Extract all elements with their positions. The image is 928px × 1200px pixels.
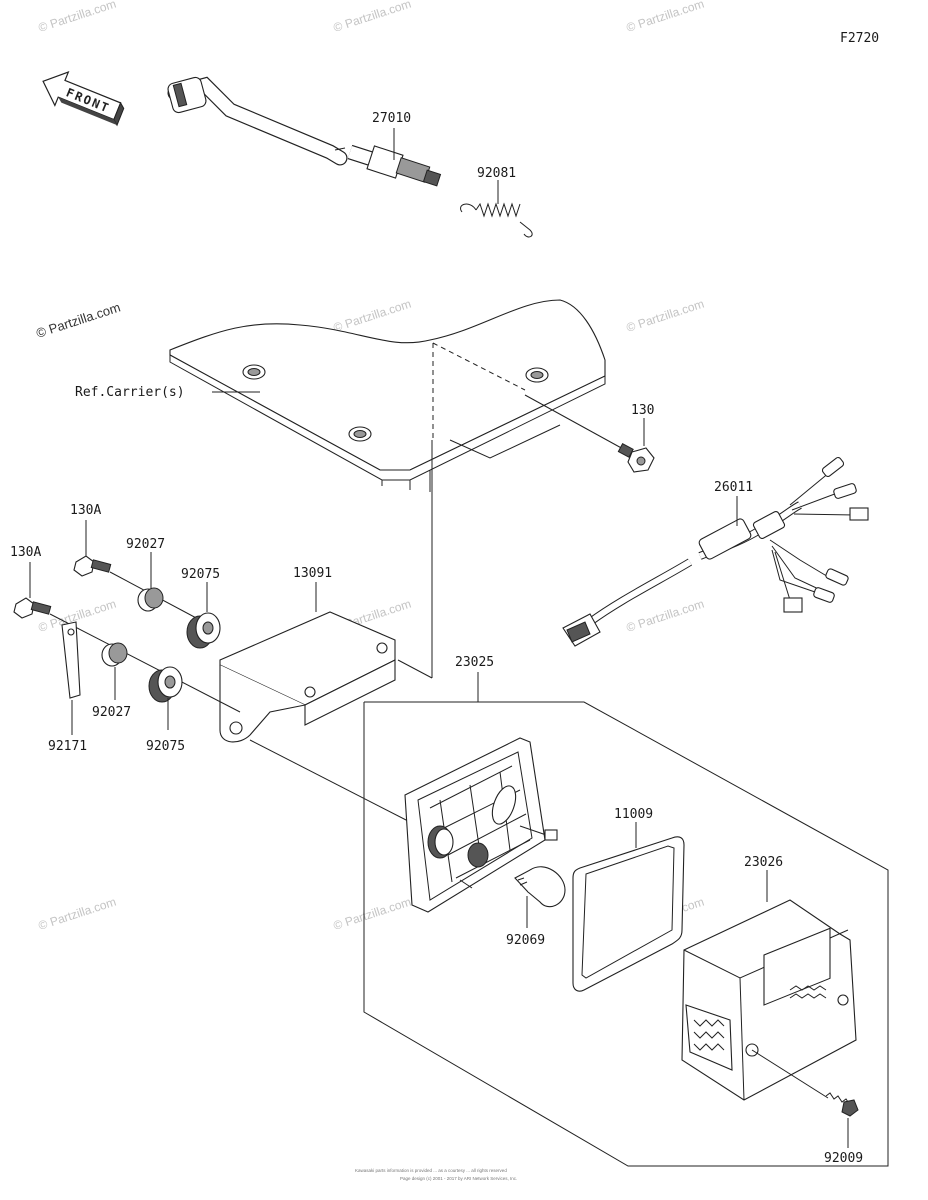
watermark: © Partzilla.com [332, 895, 413, 933]
part-label-92009[interactable]: 92009 [824, 1151, 863, 1166]
copyright-line-1: Kawasaki parts information is provided .… [355, 1168, 507, 1173]
part-label-130A-lower[interactable]: 130A [10, 545, 41, 560]
part-label-130A-upper[interactable]: 130A [70, 503, 101, 518]
figure-code: F2720 [840, 31, 879, 46]
part-label-23026[interactable]: 23026 [744, 855, 783, 870]
part-92069-drawing [514, 866, 566, 908]
watermark: © Partzilla.com [37, 597, 118, 635]
watermark: © Partzilla.com [625, 597, 706, 635]
part-13091-drawing [219, 440, 433, 743]
part-label-92075-lower[interactable]: 92075 [146, 739, 185, 754]
watermark: © Partzilla.com [37, 895, 118, 933]
part-label-92027-upper[interactable]: 92027 [126, 537, 165, 552]
part-92075-lower-drawing [148, 666, 183, 703]
part-92027-lower-drawing [101, 642, 128, 667]
part-130A-lower-drawing [13, 597, 241, 713]
part-92009-drawing [825, 1092, 859, 1117]
part-11009-drawing [572, 836, 685, 992]
part-92081-drawing [460, 202, 533, 238]
watermark: © Partzilla.com [625, 297, 706, 335]
part-label-23025[interactable]: 23025 [455, 655, 494, 670]
part-label-92171[interactable]: 92171 [48, 739, 87, 754]
part-92075-upper-drawing [186, 612, 221, 649]
carrier-plate-drawing [169, 299, 606, 492]
part-26011-drawing [562, 456, 869, 647]
part-92027-upper-drawing [137, 587, 164, 612]
part-label-92075-upper[interactable]: 92075 [181, 567, 220, 582]
ref-carrier-label: Ref.Carrier(s) [75, 385, 185, 400]
part-130-drawing [524, 394, 655, 473]
front-arrow-icon: FRONT [42, 71, 125, 127]
part-label-26011[interactable]: 26011 [714, 480, 753, 495]
part-92171-drawing [61, 621, 81, 699]
watermark: © Partzilla.com [625, 0, 706, 35]
part-label-92027-lower[interactable]: 92027 [92, 705, 131, 720]
copyright-line-2: Page design (c) 2001 - 2017 by ARI Netwo… [400, 1176, 517, 1181]
assembly-23025-frame [363, 701, 889, 1167]
part-label-27010[interactable]: 27010 [372, 111, 411, 126]
part-label-130[interactable]: 130 [631, 403, 654, 418]
part-label-92081[interactable]: 92081 [477, 166, 516, 181]
watermark: © Partzilla.com [37, 0, 118, 35]
watermark: © Partzilla.com [332, 297, 413, 335]
watermark-dark: © Partzilla.com [34, 300, 122, 341]
watermark: © Partzilla.com [332, 0, 413, 35]
part-label-13091[interactable]: 13091 [293, 566, 332, 581]
part-label-92069[interactable]: 92069 [506, 933, 545, 948]
part-27010-drawing [167, 76, 442, 187]
lamp-base-drawing [249, 737, 558, 913]
part-23026-drawing [681, 899, 857, 1101]
part-label-11009[interactable]: 11009 [614, 807, 653, 822]
